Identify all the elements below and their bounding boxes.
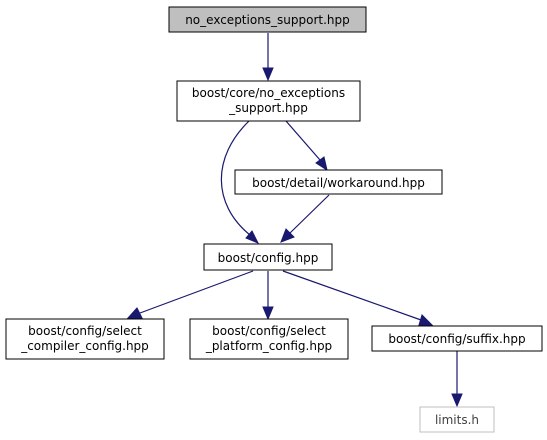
node-boost-config-select-platform-config[interactable]: boost/config/select _platform_config.hpp [189, 318, 349, 360]
edge-config-to-suffix [282, 270, 422, 321]
node-label: boost/config/suffix.hpp [388, 332, 525, 346]
edge-core-to-config [220, 120, 251, 236]
node-label: limits.h [435, 413, 479, 427]
node-label-line-2: _platform_config.hpp [205, 339, 332, 353]
arrowhead [262, 306, 274, 321]
node-limits-h[interactable]: limits.h [419, 406, 495, 433]
node-label: boost/config.hpp [218, 251, 319, 265]
node-label: boost/detail/workaround.hpp [252, 176, 425, 190]
node-label-line-2: _compiler_config.hpp [20, 339, 149, 353]
node-boost-detail-workaround[interactable]: boost/detail/workaround.hpp [234, 169, 443, 195]
node-label-line-2: _support.hpp [228, 101, 308, 115]
arrowhead [280, 228, 295, 243]
node-label: no_exceptions_support.hpp [185, 13, 350, 27]
nodes: no_exceptions_support.hpp boost/core/no_… [5, 6, 543, 433]
arrowhead [451, 393, 463, 408]
node-boost-config[interactable]: boost/config.hpp [203, 243, 333, 271]
edge-workaround-to-config [289, 194, 330, 234]
node-label-line-1: boost/config/select [28, 324, 142, 338]
node-boost-config-suffix[interactable]: boost/config/suffix.hpp [371, 325, 543, 352]
edge-core-to-workaround [285, 120, 321, 161]
edges [126, 33, 463, 408]
edge-config-to-compiler [139, 270, 254, 314]
arrowhead [262, 67, 274, 82]
node-no-exceptions-support[interactable]: no_exceptions_support.hpp [168, 6, 367, 33]
arrowhead [418, 314, 434, 326]
node-boost-core-no-exceptions-support[interactable]: boost/core/no_exceptions _support.hpp [176, 80, 361, 122]
node-label-line-1: boost/core/no_exceptions [192, 86, 345, 100]
node-label-line-1: boost/config/select [212, 324, 326, 338]
node-boost-config-select-compiler-config[interactable]: boost/config/select _compiler_config.hpp [5, 318, 165, 360]
arrowhead [126, 307, 143, 319]
arrowhead [315, 156, 328, 172]
arrowhead [245, 230, 260, 244]
